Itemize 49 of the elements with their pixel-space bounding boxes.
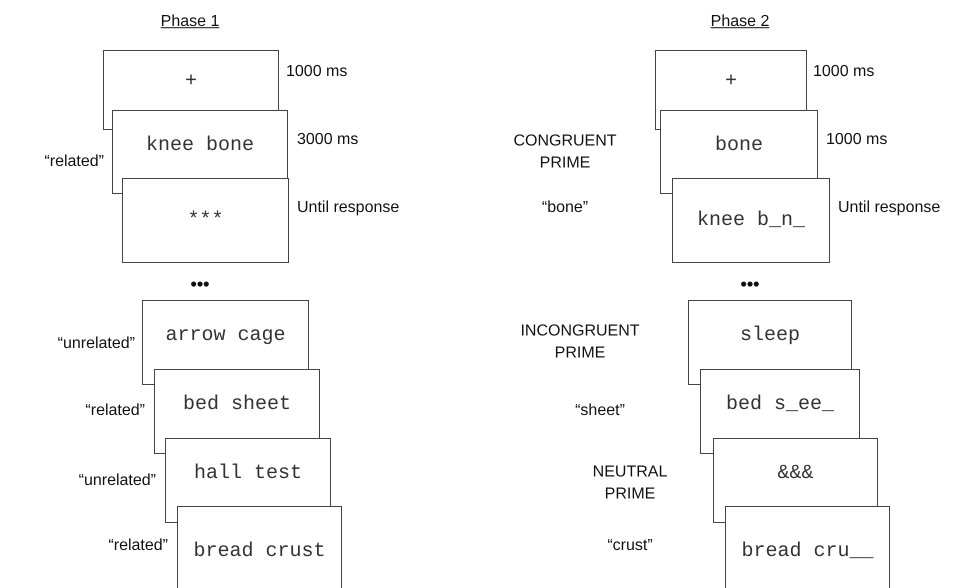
stimulus-text: bed sheet (182, 393, 292, 416)
condition-label: “related” (85, 401, 145, 422)
screen-frame (655, 50, 807, 111)
stimulus-text: sleep (740, 324, 800, 347)
phase-heading: Phase 2 (710, 12, 770, 32)
stimulus-text: bread cru__ (741, 540, 874, 562)
screen-frame (688, 300, 852, 370)
target-label: “crust” (607, 536, 653, 556)
screen-frame (165, 438, 331, 507)
phase-heading: Phase 1 (160, 12, 220, 32)
condition-label: “related” (108, 536, 168, 556)
screen-frame (725, 506, 890, 588)
screen-frame (154, 369, 320, 439)
prime-label: INCONGRUENT PRIME (519, 321, 641, 363)
ellipsis-mark: ••• (190, 272, 210, 296)
condition-label: “related” (44, 152, 104, 172)
prime-label: NEUTRAL PRIME (592, 462, 668, 504)
stimulus-text: + (184, 70, 197, 92)
screen-frame (103, 50, 279, 111)
stimulus-text: + (724, 70, 737, 92)
screen-frame (112, 110, 288, 179)
screen-frame (177, 506, 342, 588)
screen-frame (122, 178, 289, 263)
target-label: “bone” (542, 198, 588, 218)
screen-frame (142, 300, 309, 370)
stimulus-text: arrow cage (165, 324, 286, 347)
ellipsis-mark: ••• (740, 272, 760, 296)
condition-label: “unrelated” (58, 334, 135, 354)
screen-frame (660, 110, 818, 179)
stimulus-text: bed s_ee_ (726, 393, 834, 416)
prime-label: CONGRUENT PRIME (512, 131, 618, 173)
duration-label: 1000 ms (826, 130, 888, 150)
stimulus-text: bread crust (193, 540, 326, 562)
stimulus-text: &&& (777, 462, 814, 484)
target-label: “sheet” (575, 401, 625, 422)
duration-label: 1000 ms (286, 62, 348, 82)
stimulus-text: knee b_n_ (696, 209, 806, 232)
screen-frame (713, 438, 878, 507)
stimulus-text: hall test (194, 462, 302, 484)
duration-label: 1000 ms (813, 62, 874, 82)
stimulus-text: *** (187, 209, 224, 232)
stimulus-text: bone (714, 134, 763, 156)
duration-label: Until response (297, 198, 400, 218)
screen-frame (672, 178, 830, 263)
duration-label: Until response (838, 198, 940, 218)
condition-label: “unrelated” (78, 471, 156, 492)
duration-label: 3000 ms (297, 130, 358, 150)
stimulus-text: knee bone (146, 134, 254, 156)
screen-frame (700, 369, 860, 439)
